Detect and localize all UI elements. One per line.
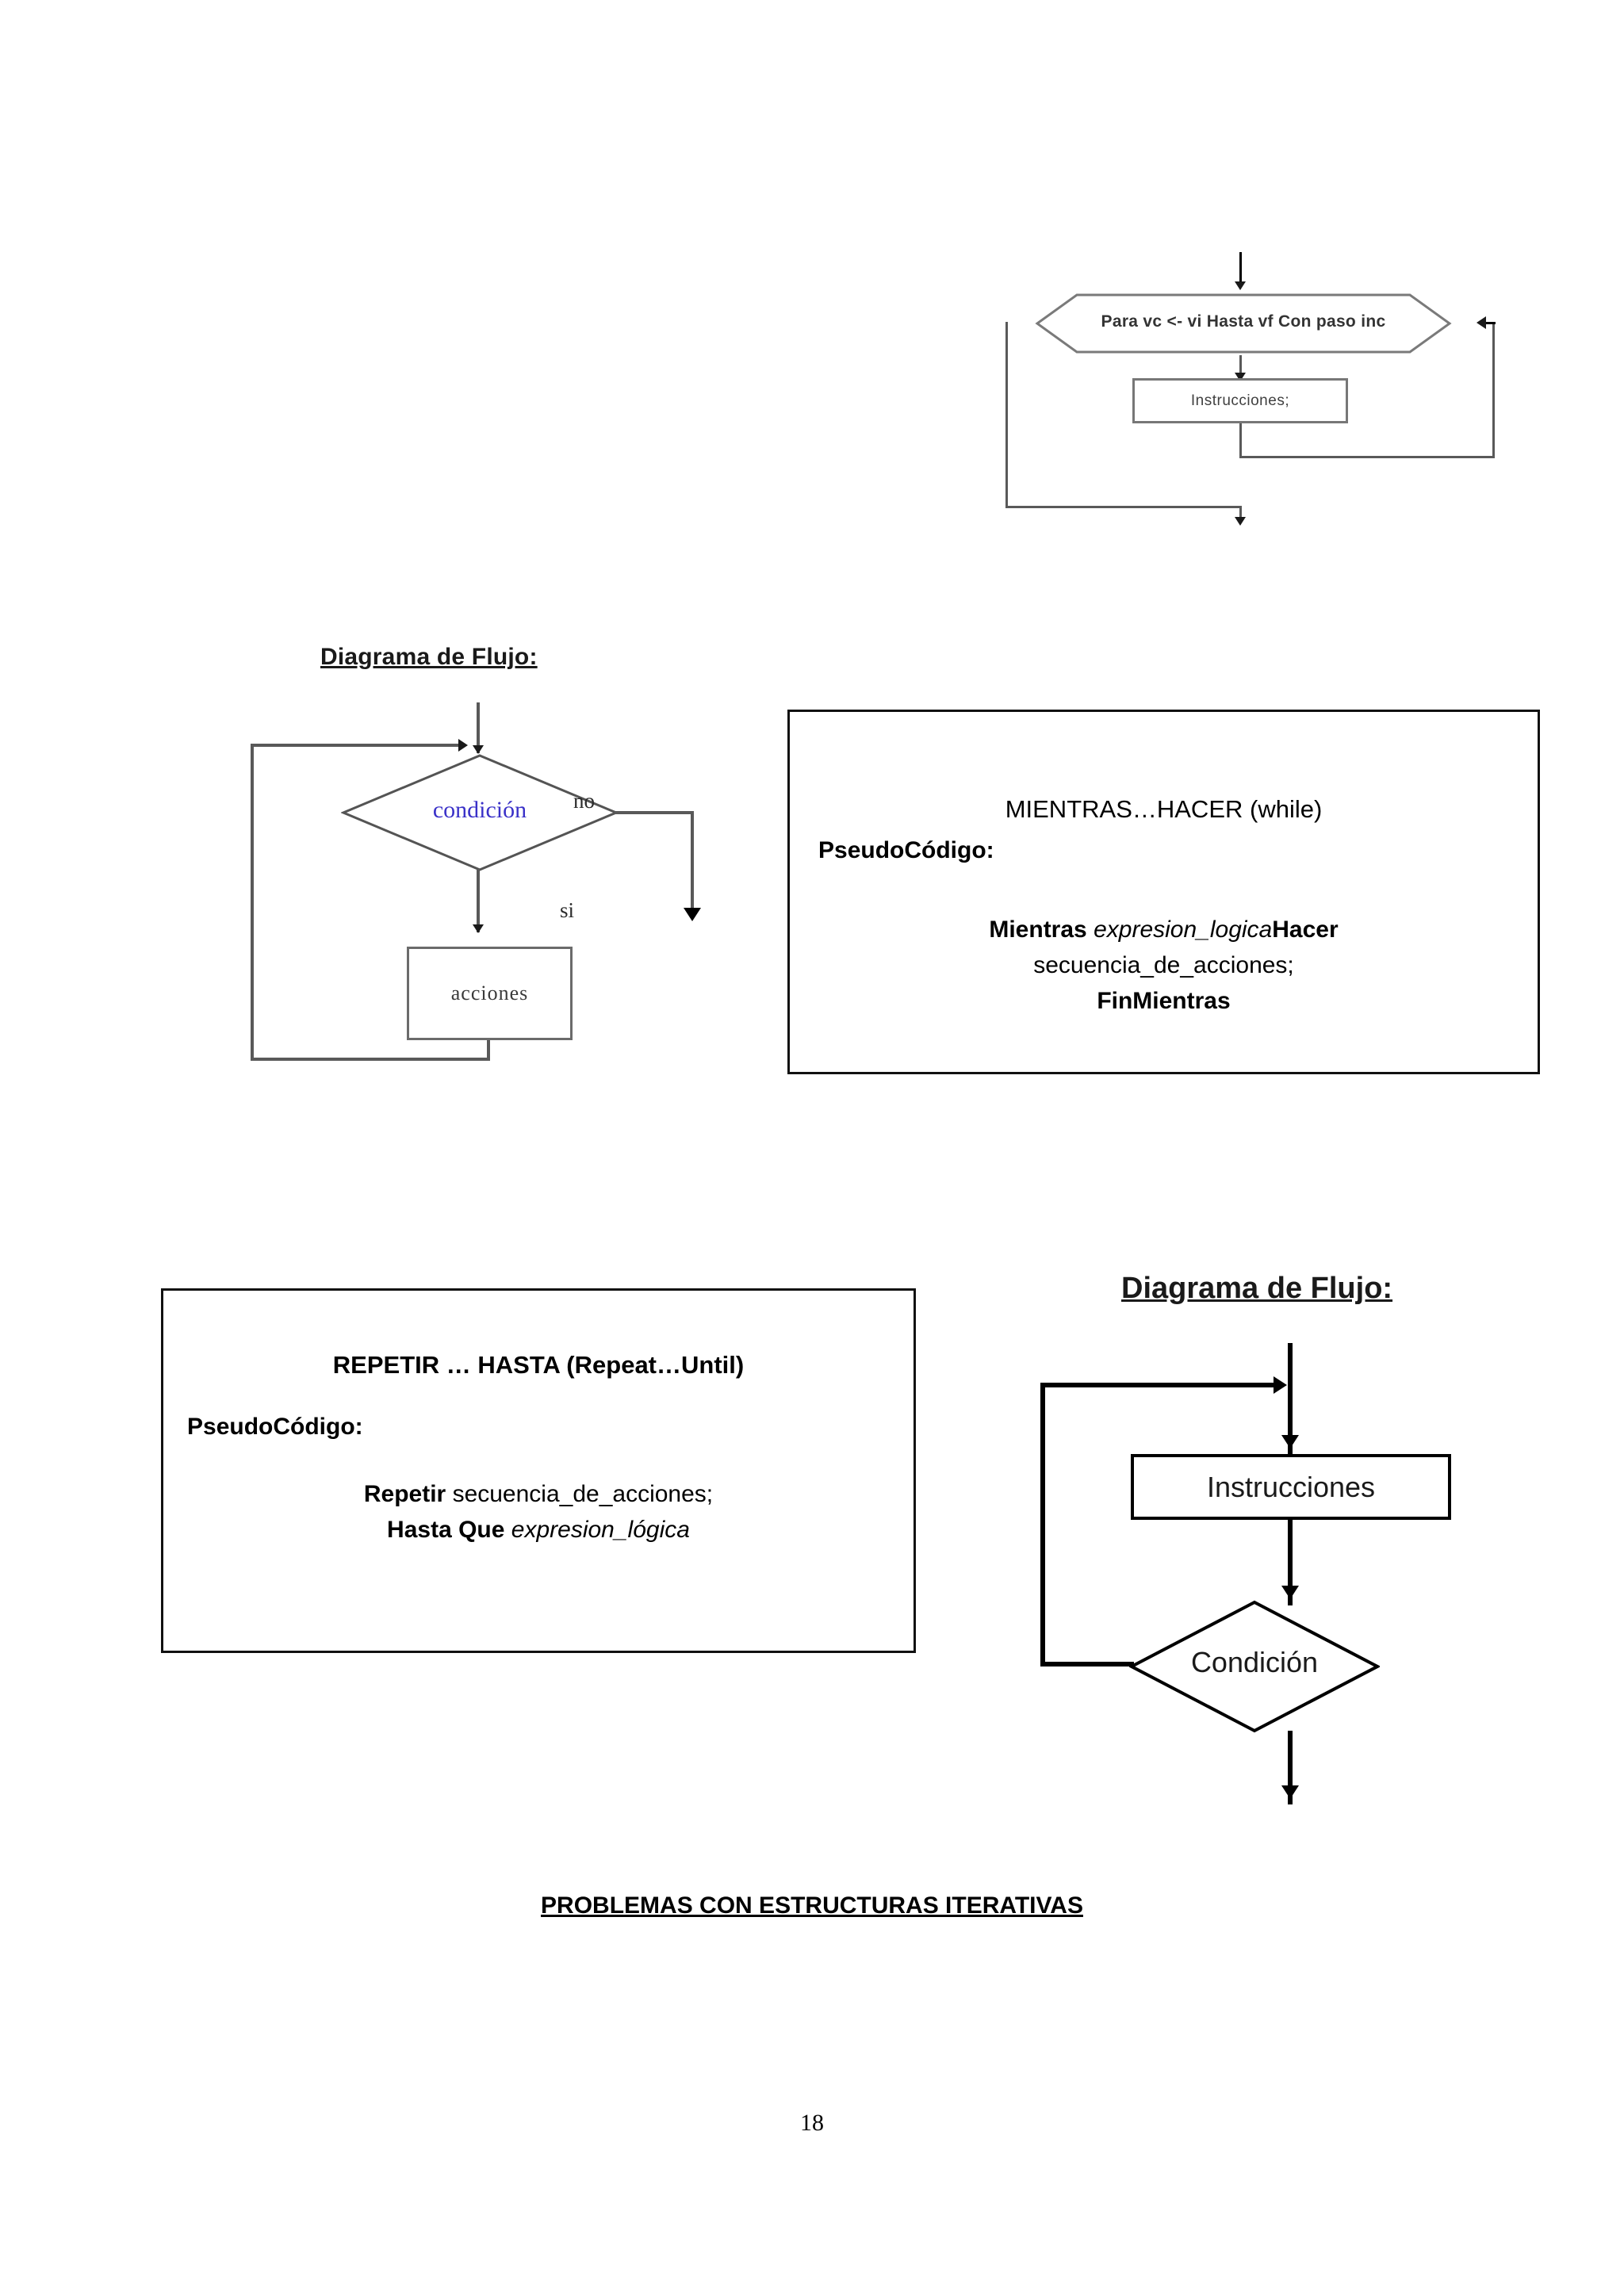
- repeat-code-line-2: Hasta Que expresion_lógica: [163, 1513, 914, 1548]
- repeat-code-kw-hastaque: Hasta Que: [387, 1517, 511, 1543]
- para-entry-arrowhead: [1235, 281, 1246, 290]
- para-hex-to-process-line: [1239, 355, 1242, 379]
- while-pseudocode-box: MIENTRAS…HACER (while) PseudoCódigo: Mie…: [787, 710, 1540, 1074]
- while-entry-line: [477, 702, 480, 753]
- while-no-down-line: [691, 811, 694, 916]
- while-branch-yes-label: si: [560, 898, 575, 922]
- repeat-code-expr: expresion_lógica: [511, 1517, 690, 1543]
- while-loopback-left-line: [251, 744, 254, 1061]
- repeat-decision-diamond: [1129, 1600, 1380, 1733]
- while-no-arrowhead: [684, 908, 701, 921]
- while-decision-diamond: [341, 754, 619, 871]
- while-code-line-1: Mientras expresion_logicaHacer: [790, 913, 1538, 947]
- repeat-loopback-arrowhead: [1274, 1376, 1287, 1394]
- while-branch-no-label: no: [573, 789, 595, 813]
- para-decision-label: Para vc <- vi Hasta vf Con paso inc: [1101, 312, 1386, 331]
- para-exit-bottom-line: [1005, 506, 1242, 508]
- while-code-kw-hacer: Hacer: [1272, 916, 1339, 943]
- while-loopback-bottom-line: [251, 1058, 490, 1061]
- while-code-kw-mientras: Mientras: [989, 916, 1094, 943]
- while-diagram-title: Diagrama de Flujo:: [320, 644, 538, 670]
- repeat-flowchart: Instrucciones Condición: [793, 0, 1624, 1903]
- repeat-exit-arrowhead: [1281, 1785, 1299, 1799]
- section-heading: PROBLEMAS CON ESTRUCTURAS ITERATIVAS: [541, 1892, 1083, 1919]
- repeat-entry-line: [1288, 1343, 1293, 1454]
- repeat-process-label: Instrucciones: [1206, 1470, 1376, 1503]
- repeat-code-kw-repetir: Repetir: [363, 1481, 453, 1507]
- repeat-code-line-1: Repetir secuencia_de_acciones;: [163, 1477, 914, 1512]
- repeat-exit-line: [1288, 1731, 1293, 1804]
- para-process-label: Instrucciones;: [1190, 392, 1290, 409]
- repeat-box-title: REPETIR … HASTA (Repeat…Until): [332, 1351, 745, 1379]
- while-decision-label: condición: [432, 797, 527, 823]
- para-loop-into-hex-line: [1484, 322, 1496, 324]
- while-loopback-arrowhead: [458, 739, 468, 752]
- para-loop-down-line: [1239, 423, 1242, 458]
- repeat-pseudocode-box: REPETIR … HASTA (Repeat…Until) PseudoCód…: [161, 1288, 916, 1653]
- while-code-line-3: FinMientras: [1097, 988, 1231, 1014]
- repeat-process-box: Instrucciones: [1131, 1454, 1451, 1520]
- para-exit-arrowhead: [1235, 517, 1246, 526]
- repeat-diagram-title: Diagrama de Flujo:: [1121, 1272, 1393, 1305]
- repeat-loopback-left-line: [1040, 1383, 1045, 1666]
- repeat-entry-arrowhead: [1281, 1435, 1299, 1448]
- repeat-loopback-top-line: [1040, 1383, 1278, 1387]
- while-code-line-2: secuencia_de_acciones;: [1033, 952, 1294, 978]
- page-number: 18: [800, 2110, 824, 2136]
- while-process-label: acciones: [450, 982, 529, 1004]
- para-entry-line: [1239, 252, 1242, 284]
- while-box-title: MIENTRAS…HACER (while): [1005, 795, 1323, 823]
- para-hex-to-process-arrowhead: [1235, 373, 1246, 381]
- while-code-expr: expresion_logica: [1094, 916, 1273, 943]
- repeat-box-pseudocode-label: PseudoCódigo:: [187, 1414, 363, 1440]
- repeat-loopback-bottom-line: [1040, 1662, 1134, 1667]
- while-box-pseudocode-label: PseudoCódigo:: [818, 837, 994, 863]
- while-process-out-line: [487, 1040, 490, 1061]
- para-loop-arrowhead: [1477, 316, 1486, 329]
- while-no-line: [615, 811, 694, 814]
- para-exit-down-line: [1239, 506, 1242, 523]
- para-decision-hexagon: [1035, 293, 1452, 354]
- while-entry-arrowhead: [473, 745, 484, 754]
- para-loop-right-line: [1239, 456, 1495, 458]
- while-loopback-top-line: [251, 744, 462, 747]
- para-loop-up-line: [1492, 323, 1495, 458]
- repeat-code-seq: secuencia_de_acciones;: [452, 1481, 714, 1507]
- while-flowchart: condición no si acciones: [0, 0, 793, 1110]
- para-flowchart: Para vc <- vi Hasta vf Con paso inc Inst…: [0, 0, 1624, 555]
- repeat-process-to-decision-line: [1288, 1520, 1293, 1605]
- while-si-line: [477, 869, 480, 932]
- while-process-box: acciones: [407, 947, 573, 1040]
- repeat-process-to-decision-arrowhead: [1281, 1586, 1299, 1599]
- para-process-box: Instrucciones;: [1132, 378, 1348, 423]
- repeat-decision-label: Condición: [1190, 1646, 1319, 1678]
- while-si-arrowhead: [473, 924, 484, 933]
- para-exit-left-line: [1005, 322, 1008, 508]
